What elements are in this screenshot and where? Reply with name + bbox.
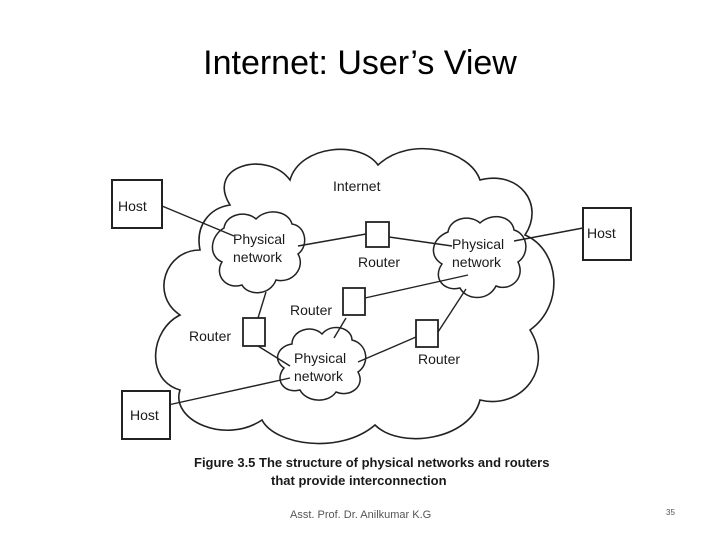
link-net1-router2 [257,291,267,319]
internet-label: Internet [333,178,381,194]
host-label-3: Host [130,407,159,423]
host-box-3 [121,390,171,440]
link-net3-router4 [357,336,417,363]
host-box-1 [111,179,163,229]
router-label-1: Router [358,254,400,270]
link-net2-host2 [513,227,584,242]
footer-author: Asst. Prof. Dr. Anilkumar K.G [290,509,432,521]
link-host3-net3 [149,377,291,410]
physical-network-cloud-3 [276,326,367,401]
physical-network-3-line1: Physical [294,350,346,366]
router-label-4: Router [418,351,460,367]
physical-network-3-line2: network [294,368,344,384]
router-box-2 [242,317,266,347]
link-router3-net2 [364,274,469,299]
link-router1-net2 [388,236,453,247]
router-box-1 [365,221,390,248]
page-number: 35 [666,508,675,517]
physical-network-1-line2: network [233,249,283,265]
link-router2-net3 [257,345,291,367]
host-label-1: Host [118,198,147,214]
router-label-2: Router [189,328,231,344]
physical-network-cloud-1 [211,211,306,294]
figure-caption-line2: that provide interconnection [271,473,447,488]
host-box-2 [582,207,632,261]
physical-network-2-line2: network [452,254,502,270]
physical-network-1-line1: Physical [233,231,285,247]
internet-cloud [154,147,555,445]
figure-caption-line1: Figure 3.5 The structure of physical net… [194,455,549,470]
slide-title: Internet: User’s View [203,44,517,82]
router-box-4 [415,319,439,348]
router-label-3: Router [290,302,332,318]
router-box-3 [342,287,366,316]
link-net1-router1 [297,233,367,247]
physical-network-2-line1: Physical [452,236,504,252]
host-label-2: Host [587,225,616,241]
link-router4-net2 [437,288,467,333]
link-host1-net1 [161,205,235,237]
link-router3-net3 [333,317,347,339]
